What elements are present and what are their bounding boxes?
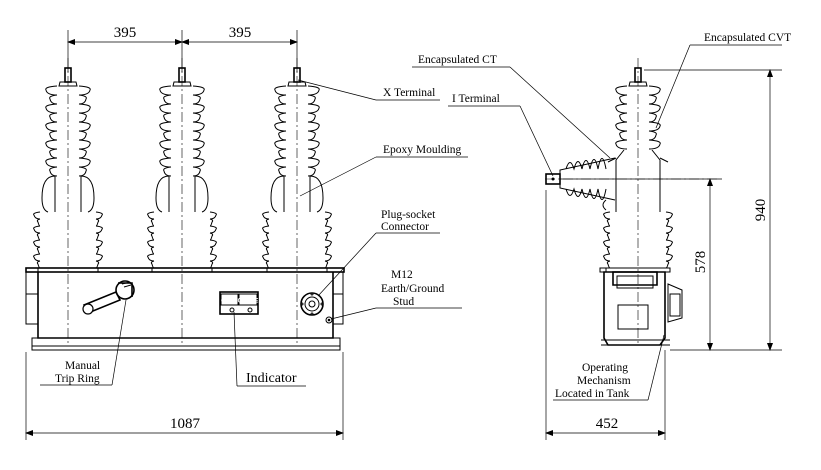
side-leaders <box>412 44 782 401</box>
label-plug-socket-1: Plug-socket <box>381 209 436 221</box>
label-stud-2: Earth/Ground <box>381 283 444 295</box>
label-stud-3: Stud <box>393 296 414 308</box>
front-view: OPEN CLOSE 395 395 <box>25 25 468 440</box>
label-manual-trip-1: Manual <box>65 360 100 372</box>
label-stud-1: M12 <box>391 269 413 281</box>
dim-395-right: 395 <box>229 25 252 41</box>
front-tank <box>25 267 345 351</box>
side-view: 452 940 578 <box>412 32 791 440</box>
label-operating-2: Mechanism <box>577 375 631 387</box>
label-operating-1: Operating <box>582 362 628 374</box>
front-leaders <box>40 79 468 387</box>
dim-1087: 1087 <box>170 416 201 432</box>
label-x-terminal: X Terminal <box>383 87 435 99</box>
label-epoxy-moulding: Epoxy Moulding <box>383 144 462 156</box>
dim-395-left: 395 <box>114 25 137 41</box>
side-tank <box>599 267 683 346</box>
label-encapsulated-ct: Encapsulated CT <box>418 54 497 66</box>
label-encapsulated-cvt: Encapsulated CVT <box>704 32 791 44</box>
manual-trip-ring <box>82 280 135 315</box>
dim-terminal-height: 578 <box>560 178 722 351</box>
dim-452: 452 <box>596 416 619 432</box>
dim-side-width: 452 <box>545 190 666 440</box>
label-i-terminal: I Terminal <box>452 93 500 105</box>
side-insulator <box>603 58 673 345</box>
dim-940: 940 <box>753 199 769 222</box>
label-operating-3: Located in Tank <box>555 388 630 400</box>
pole-2 <box>147 58 217 345</box>
dim-overall-width: 1087 <box>25 352 344 440</box>
plug-socket-connector <box>300 292 324 316</box>
label-indicator: Indicator <box>246 371 297 386</box>
label-plug-socket-2: Connector <box>381 221 429 233</box>
label-manual-trip-2: Trip Ring <box>55 373 100 385</box>
indicator-window: OPEN CLOSE <box>219 291 259 315</box>
dim-578: 578 <box>693 251 709 274</box>
indicator-close-text: CLOSE <box>238 299 259 305</box>
dim-pole-spacing: 395 395 <box>67 25 298 72</box>
dim-overall-height: 940 <box>644 69 782 351</box>
indicator-open-text: OPEN <box>221 299 238 305</box>
earth-ground-stud <box>325 316 333 324</box>
pole-1 <box>33 58 103 345</box>
side-ct-arm <box>545 157 720 211</box>
pole-3 <box>262 58 332 345</box>
